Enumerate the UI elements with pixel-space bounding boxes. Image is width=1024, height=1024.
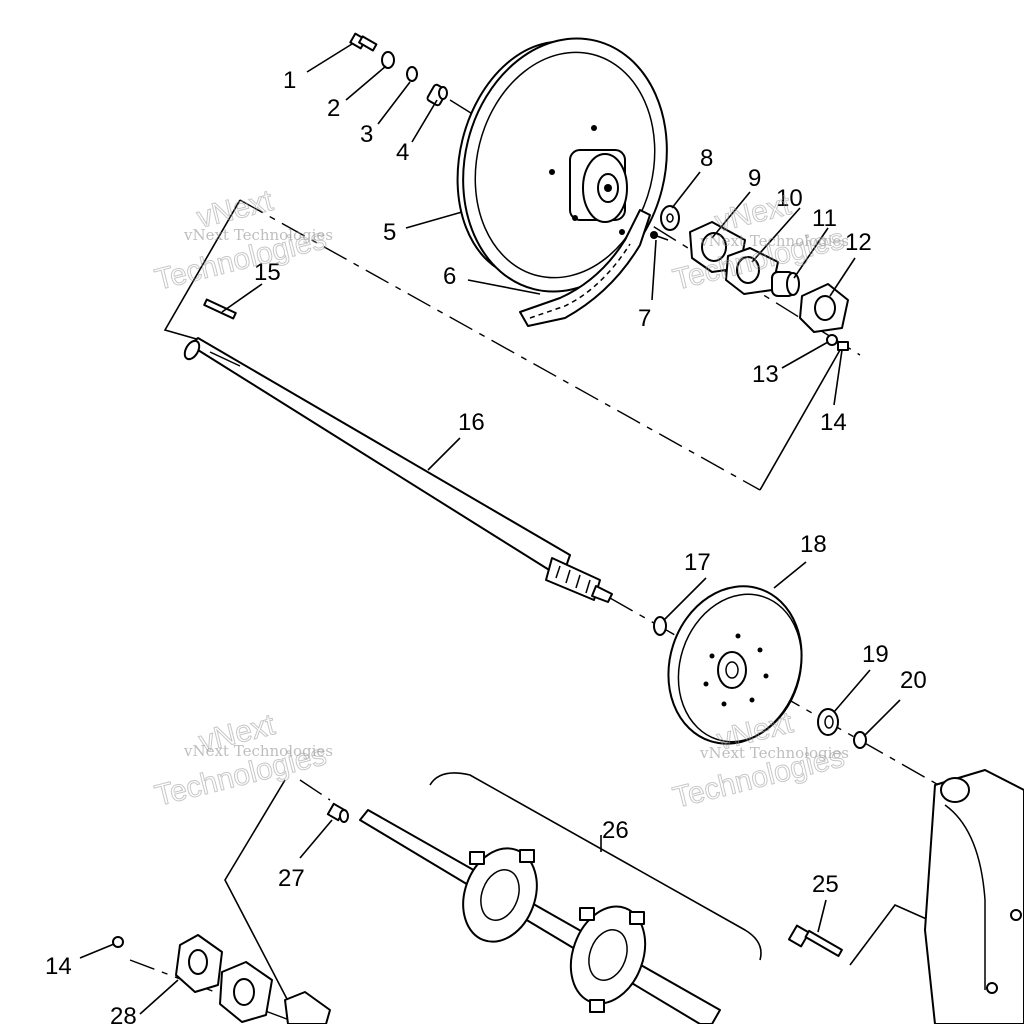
callout-27: 27 (278, 865, 305, 892)
callout-7: 7 (638, 305, 651, 332)
part-7-pin (650, 231, 669, 241)
part-3-lock-washer (406, 66, 418, 82)
callout-16: 16 (458, 409, 485, 436)
callout-6: 6 (443, 263, 456, 290)
part-1-bolt (349, 32, 378, 52)
callout-2: 2 (327, 95, 340, 122)
callout-19: 19 (862, 641, 889, 668)
part-14-bolt (837, 341, 849, 351)
part-16-drive-shaft (183, 337, 613, 603)
part-27-bolt (326, 802, 349, 823)
watermark-vnext-technologies: vNext Technologies (183, 742, 333, 760)
part-25-bolt (787, 924, 843, 957)
bracket-left-top (163, 199, 241, 341)
part-6-chain (519, 209, 651, 327)
callout-10: 10 (776, 185, 803, 212)
part-18-brake-disc (667, 585, 803, 745)
upper-axis-line (449, 99, 861, 356)
part-15-key (203, 298, 237, 320)
callout-25: 25 (812, 871, 839, 898)
callout-15: 15 (254, 259, 281, 286)
callout-4: 4 (396, 139, 409, 166)
bracket-26 (429, 772, 762, 961)
bracket-right-top (759, 349, 841, 491)
callout-14: 14 (820, 409, 847, 436)
leader-lines (79, 43, 901, 1015)
chaincase-housing (924, 769, 1024, 1024)
watermark-vnext-technologies: vNext Technologies (699, 744, 849, 762)
bearing-axis-line (129, 959, 301, 1024)
part-19-bearing (817, 708, 839, 736)
part-14-nut-lower (112, 936, 124, 948)
callout-17: 17 (684, 549, 711, 576)
part-17-snap-ring (653, 616, 667, 636)
part-10-bearing-flange (725, 247, 779, 295)
callout-1: 1 (283, 67, 296, 94)
callout-13: 13 (752, 361, 779, 388)
part-20-snap-ring (853, 731, 867, 749)
part-26-track-shaft (359, 809, 721, 1024)
callout-labels: 1 2 3 4 5 6 7 8 9 10 11 12 13 14 15 16 1… (45, 67, 927, 1024)
bracket-lower-left (224, 779, 301, 1024)
part-4-spacer (426, 83, 448, 107)
bolt-axis-line (299, 779, 331, 801)
callout-14-lower: 14 (45, 953, 72, 980)
callout-8: 8 (700, 145, 713, 172)
callout-20: 20 (900, 667, 927, 694)
part-5-drive-wheel (456, 37, 668, 293)
part-8-washer (660, 205, 680, 231)
part-2-washer (381, 51, 395, 69)
part-13-nut (826, 334, 838, 346)
center-lines (129, 99, 1001, 1024)
callout-26: 26 (602, 817, 629, 844)
shaft-assembly-line (239, 199, 761, 491)
callout-3: 3 (360, 121, 373, 148)
callout-11: 11 (812, 205, 837, 232)
callout-18: 18 (800, 531, 827, 558)
group-brackets (163, 199, 941, 1024)
watermark-top-left: vNext vNext Technologies Technologies (151, 184, 333, 298)
watermark-vnext-technologies: vNext Technologies (699, 232, 849, 250)
lower-axis-line (609, 597, 1001, 821)
callout-9: 9 (748, 165, 761, 192)
callout-12: 12 (845, 229, 872, 256)
watermark-bottom-left: vNext vNext Technologies Technologies (151, 708, 333, 814)
callout-5: 5 (383, 219, 396, 246)
watermark-vnext-technologies: vNext Technologies (183, 226, 333, 244)
part-12-flange (799, 283, 849, 333)
part-11-bearing (771, 271, 800, 297)
part-28-flange-plate (175, 934, 331, 1024)
callout-28: 28 (110, 1003, 137, 1024)
